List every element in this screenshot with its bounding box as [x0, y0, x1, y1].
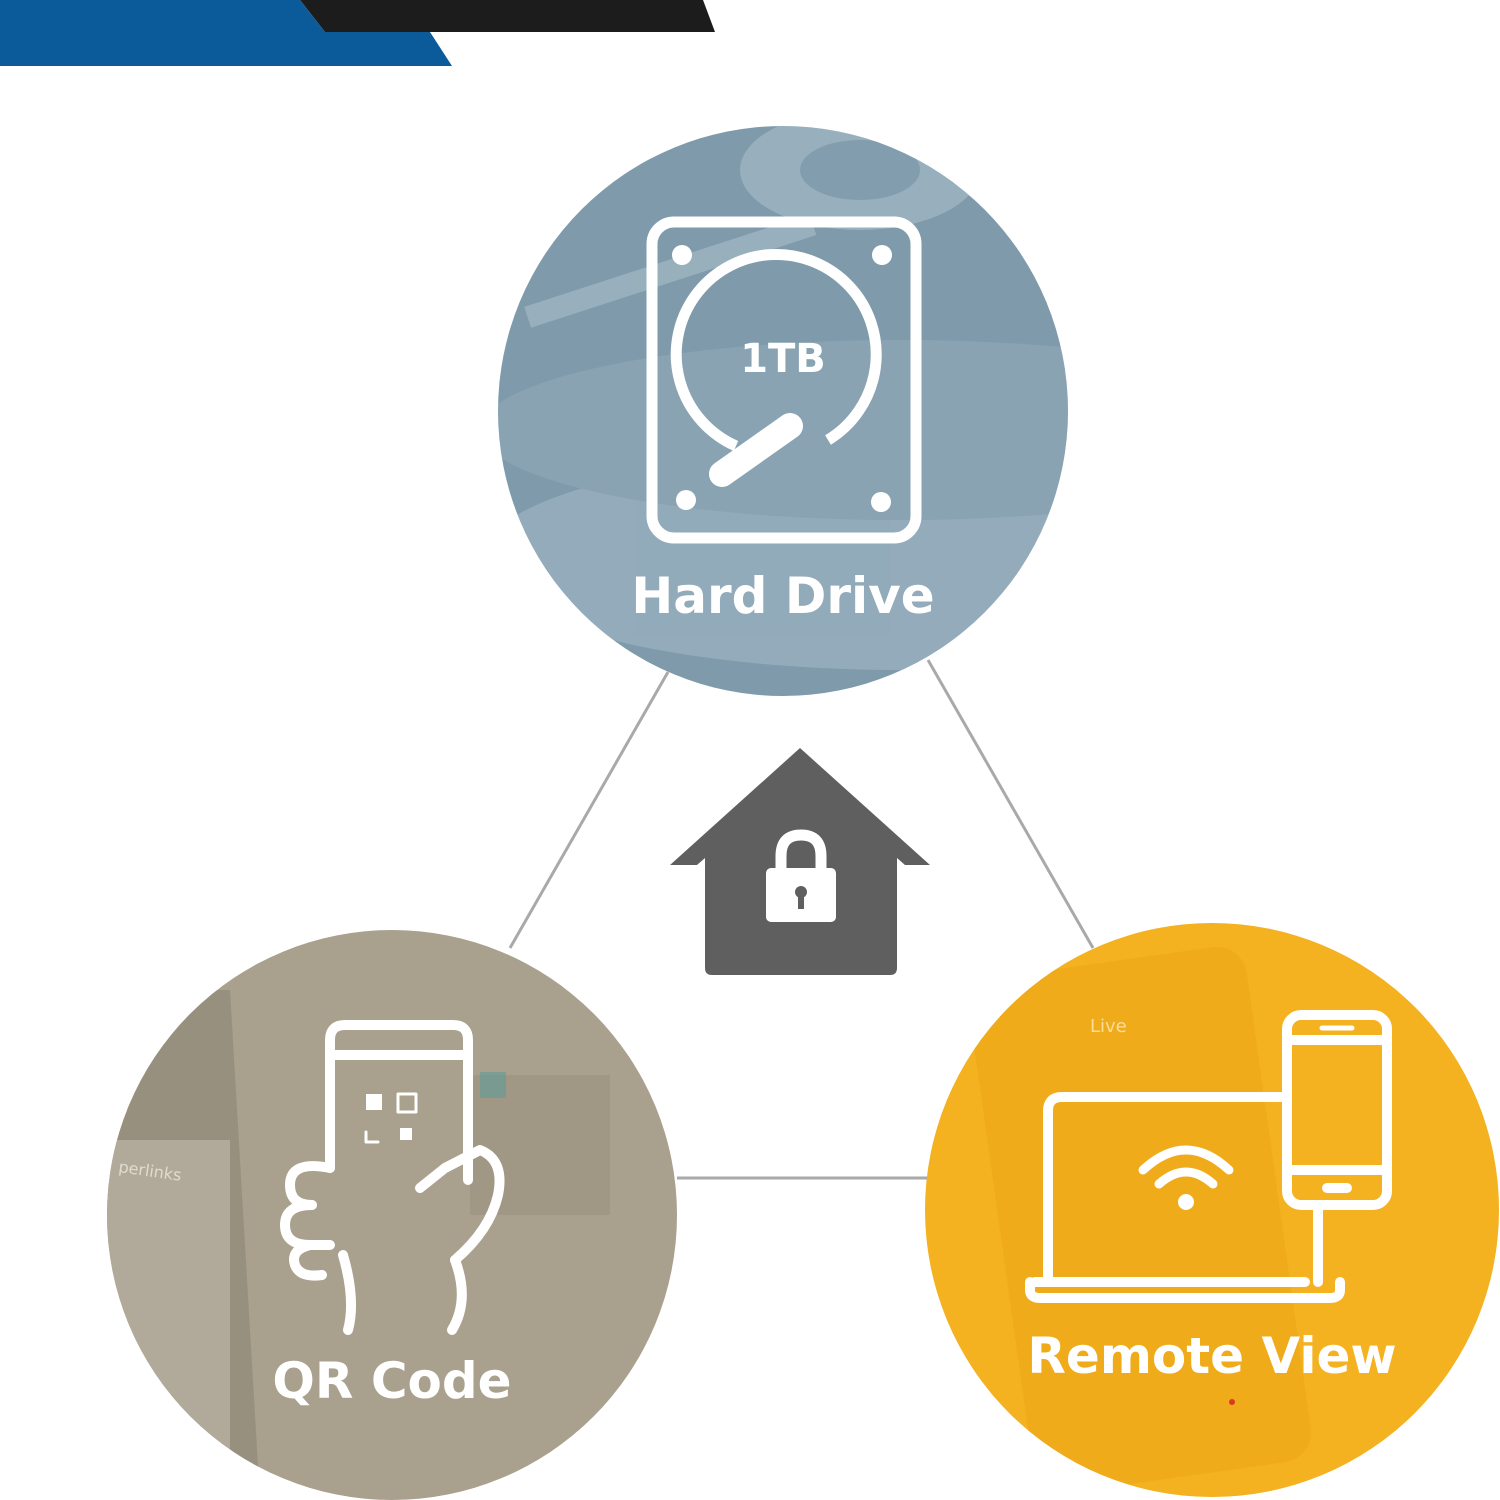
qr-code-node: perlinks QR Code	[107, 930, 677, 1500]
remote-view-circle	[925, 923, 1499, 1497]
header-banner	[0, 0, 715, 66]
hard-drive-icon	[646, 216, 922, 544]
remote-view-node: Live Remote View	[925, 923, 1499, 1497]
house-lock-icon	[670, 748, 930, 975]
connector-hard-drive-qr	[508, 671, 670, 949]
hard-drive-label: Hard Drive	[631, 567, 934, 625]
remote-view-label: Remote View	[1027, 1327, 1396, 1385]
hard-drive-capacity: 1TB	[740, 336, 826, 382]
remote-view-photo: Live	[969, 946, 1311, 1494]
banner-blue-stripe	[0, 0, 452, 66]
connector-hard-drive-remote	[926, 659, 1095, 949]
lock-shackle	[775, 829, 827, 872]
qr-code-label: QR Code	[272, 1352, 511, 1410]
banner-black-stripe	[300, 0, 715, 32]
hard-drive-circle	[498, 126, 1068, 696]
connector-lines	[508, 659, 1095, 1180]
laptop-phone-wifi-icon	[1025, 1010, 1392, 1303]
remote-photo-text: Live	[1090, 1016, 1127, 1037]
phone-in-hand-qr-icon	[280, 1020, 505, 1335]
hard-drive-node: 1TB Hard Drive	[498, 126, 1068, 696]
